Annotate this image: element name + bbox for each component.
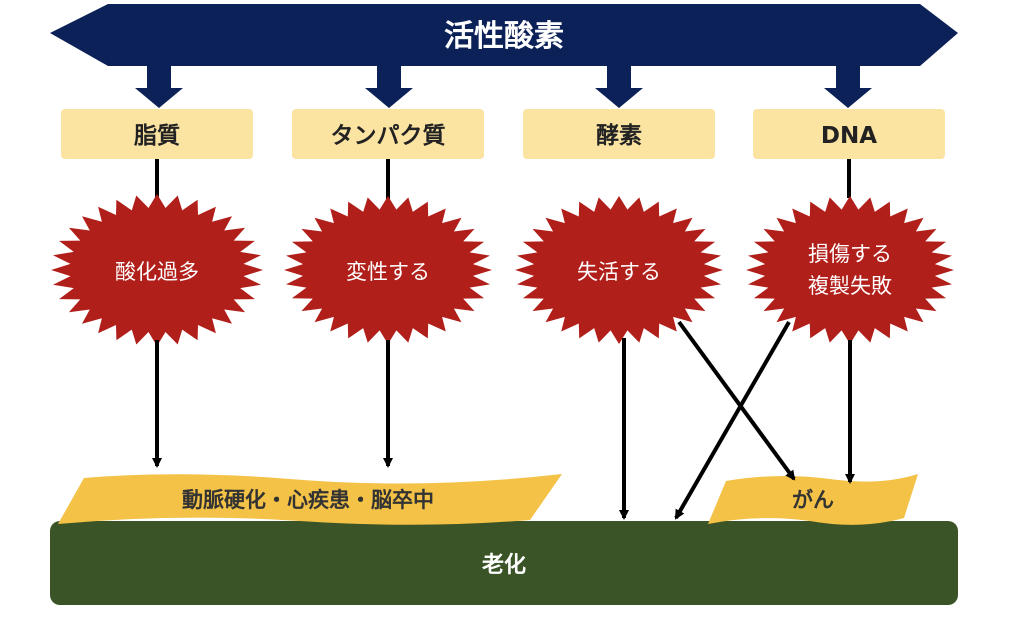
cancer-outcome-banner [708, 474, 918, 525]
box-to-burst-lines [155, 159, 851, 200]
down-arrow-lipid [135, 66, 183, 108]
aging-label: 老化 [481, 552, 526, 578]
cardio-outcome-banner [58, 474, 562, 525]
burst-dna-damage [746, 196, 954, 344]
target-label-protein: タンパク質 [331, 123, 446, 149]
reactive-oxygen-banner [50, 4, 958, 66]
banner-down-arrows [135, 66, 872, 108]
effect-label-damage: 損傷する [808, 242, 892, 266]
burst-inactivate [515, 196, 723, 344]
burst-denature [284, 196, 492, 344]
down-arrow-protein [365, 66, 413, 108]
effect-label-oxidation: 酸化過多 [115, 260, 199, 284]
burst-oxidation [51, 194, 263, 346]
target-box-dna [753, 109, 945, 159]
target-box-enzyme [523, 109, 715, 159]
diagram-title: 活性酸素 [444, 19, 564, 54]
target-label-enzyme: 酵素 [596, 122, 642, 149]
effect-label-inactivate: 失活する [577, 260, 661, 284]
effect-label-replication: 複製失敗 [808, 274, 892, 298]
target-label-lipid: 脂質 [134, 123, 180, 149]
target-box-protein [292, 109, 484, 159]
cancer-outcome-label: がん [792, 488, 834, 512]
down-arrow-enzyme [595, 66, 643, 108]
outcome-arrows [152, 320, 855, 520]
arrow-dna-to-aging [674, 321, 791, 520]
target-box-lipid [61, 109, 253, 159]
aging-bar [50, 521, 958, 605]
target-label-dna: DNA [821, 123, 877, 149]
arrow-enzyme-to-cancer [677, 320, 796, 481]
effect-label-denature: 変性する [346, 260, 430, 284]
down-arrow-dna [824, 66, 872, 108]
cardio-outcome-label: 動脈硬化・心疾患・脳卒中 [182, 488, 434, 512]
